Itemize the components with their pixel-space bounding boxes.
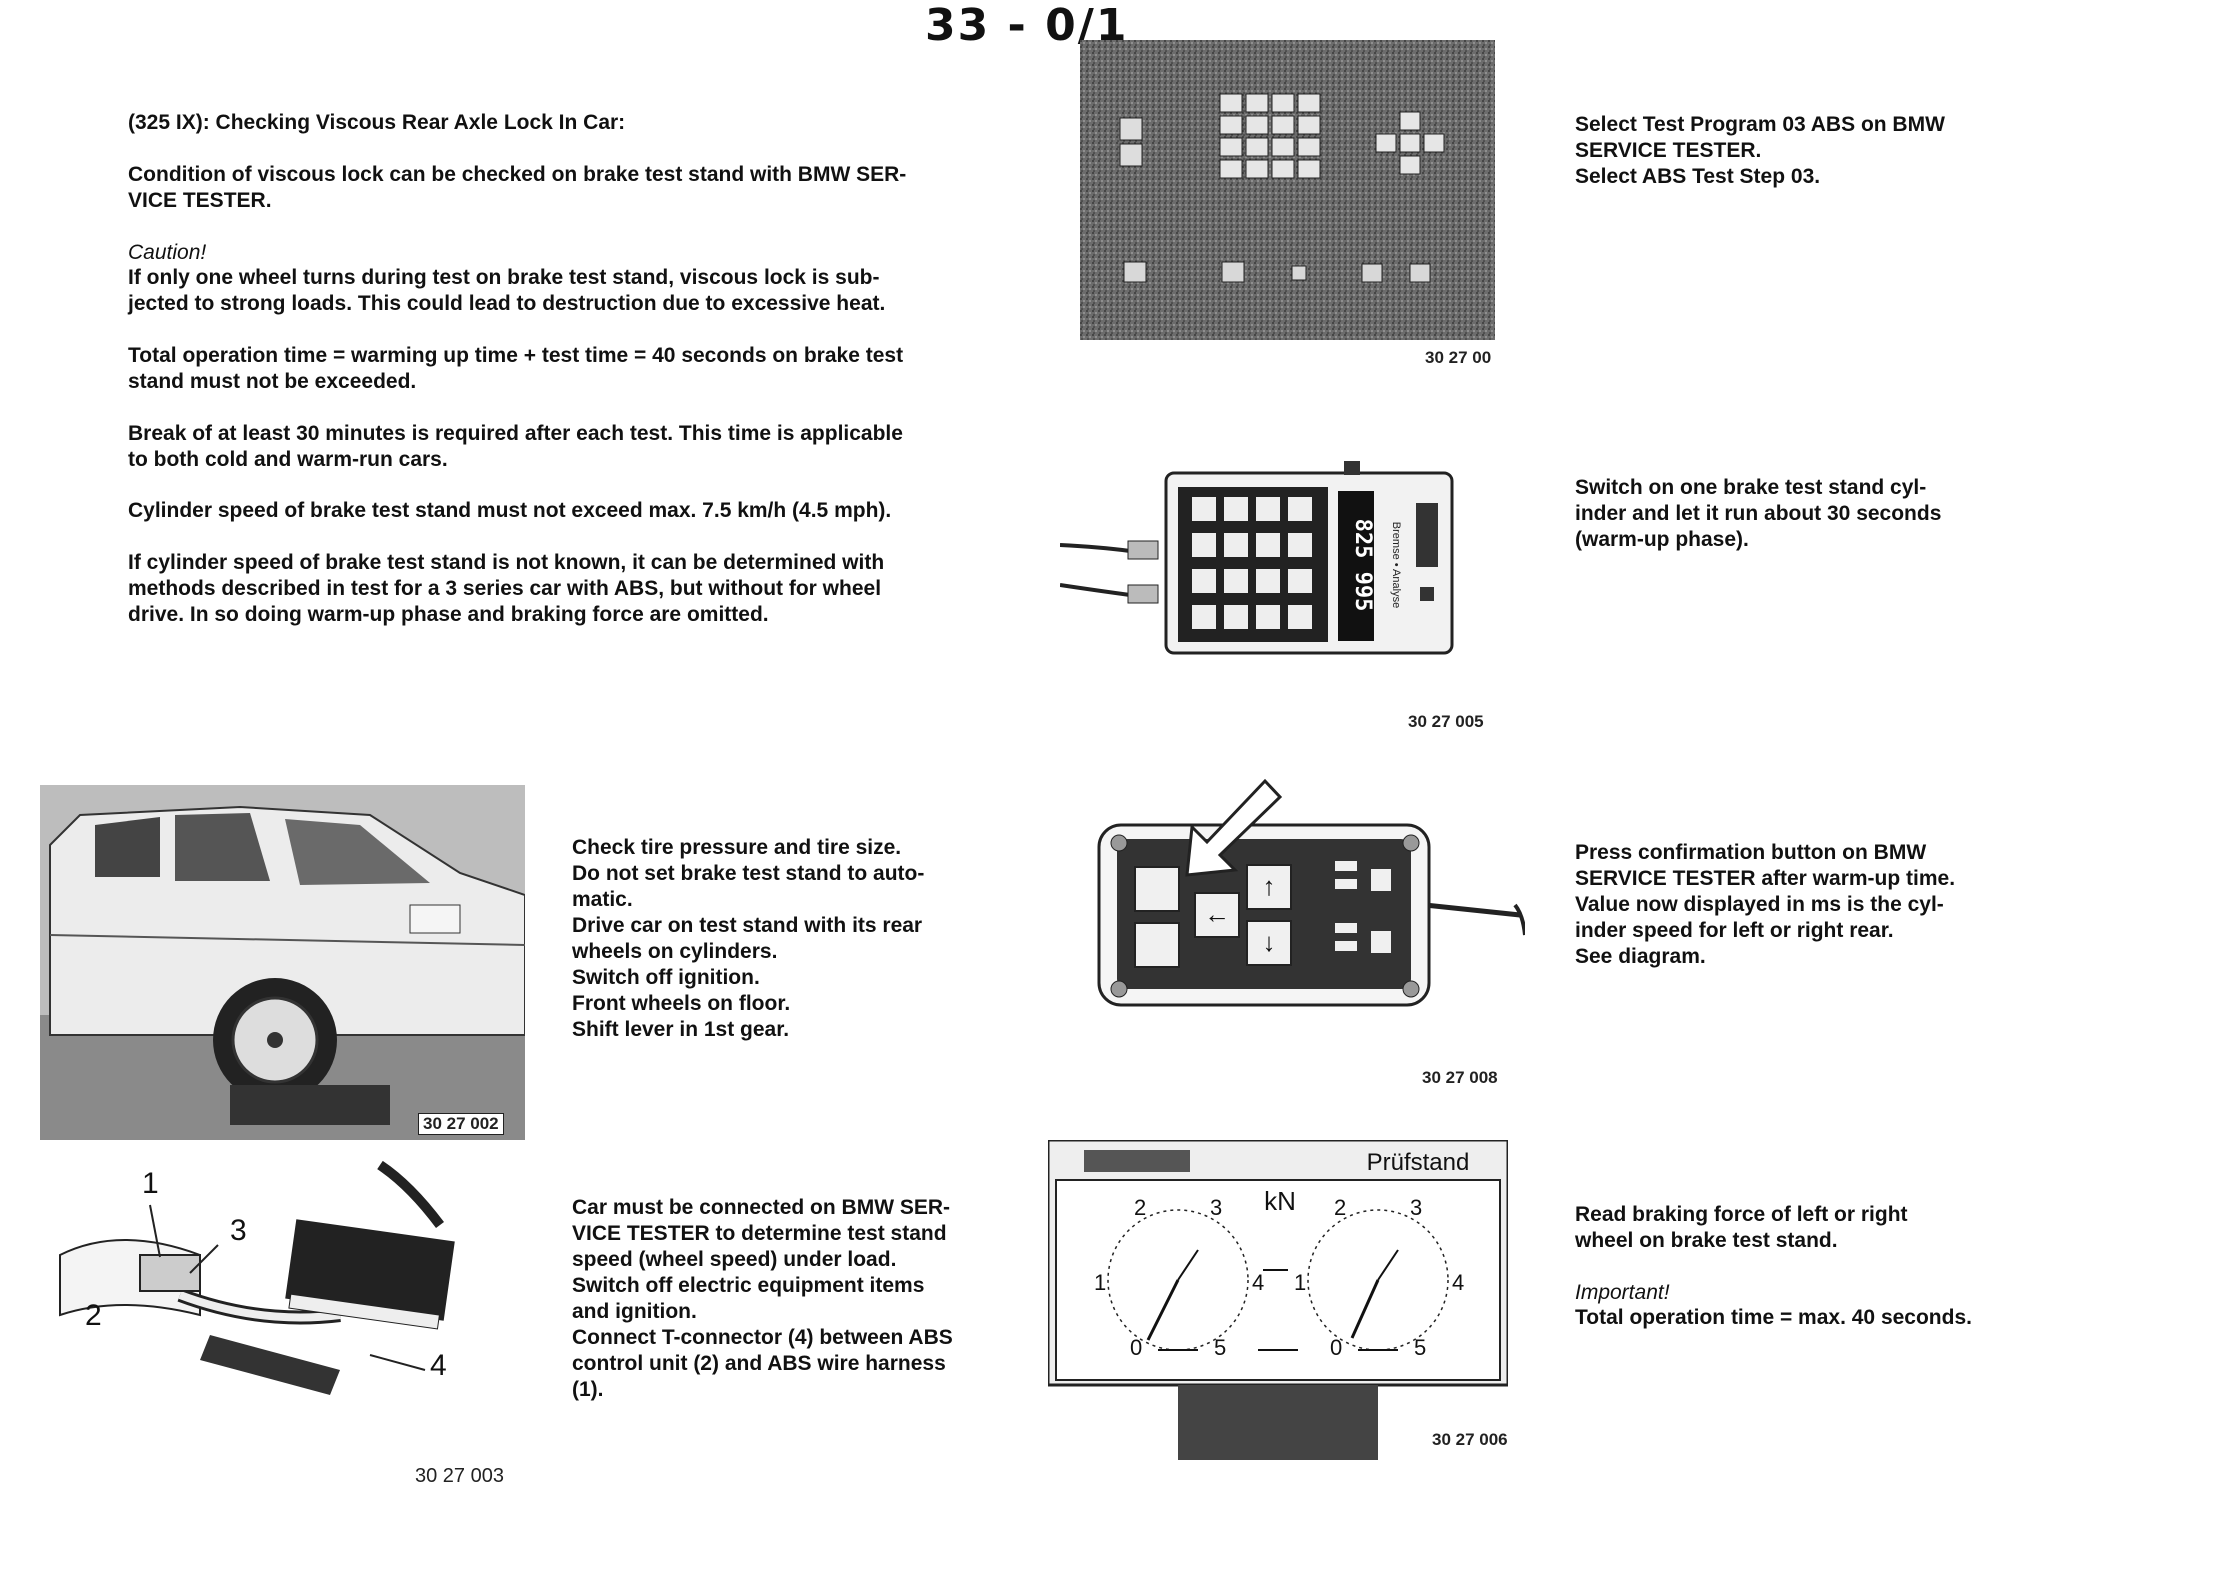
step-confirm: Press confirmation button on BMW SERVICE… (1575, 841, 1956, 968)
gauge-right-tick-5: 5 (1414, 1335, 1426, 1360)
connector-label-4: 4 (430, 1349, 447, 1382)
gauge-left-tick-5: 5 (1214, 1335, 1226, 1360)
important-label: Important! (1575, 1281, 1670, 1304)
connector-label-3: 3 (230, 1214, 247, 1247)
tester-brand-text: Bremse • Analyse (1390, 522, 1402, 608)
section-heading: (325 IX): Checking Viscous Rear Axle Loc… (128, 111, 626, 134)
condition-text: Condition of viscous lock can be checked… (128, 163, 907, 212)
cylinder-speed-text: Cylinder speed of brake test stand must … (128, 499, 892, 522)
step-select-program: Select Test Program 03 ABS on BMW SERVIC… (1575, 113, 1945, 188)
gauge-right-tick-2: 2 (1334, 1195, 1346, 1220)
car-photo: 30 27 002 (40, 785, 525, 1140)
connector-figure-caption: 30 27 003 (415, 1465, 504, 1487)
gauge-figure-caption: 30 27 006 (1432, 1430, 1508, 1449)
keypad-figure (1080, 40, 1495, 340)
step-switch-on: Switch on one brake test stand cyl- inde… (1575, 476, 1942, 551)
control-panel-caption: 30 27 008 (1422, 1068, 1498, 1087)
keypad-figure-caption: 30 27 00 (1425, 348, 1492, 367)
step-connect: Car must be connected on BMW SER- VICE T… (572, 1196, 953, 1401)
important-text: Total operation time = max. 40 seconds. (1575, 1306, 1972, 1329)
gauge-left-tick-3: 3 (1210, 1195, 1222, 1220)
gauge-left-tick-4: 4 (1252, 1270, 1264, 1295)
left-arrow-icon: ← (1204, 899, 1230, 929)
gauge-unit: kN (1264, 1186, 1296, 1216)
gauge-left-tick-0: 0 (1130, 1335, 1142, 1360)
gauge-title: Prüfstand (1367, 1149, 1470, 1176)
connector-label-2: 2 (85, 1299, 102, 1332)
step-read-force: Read braking force of left or right whee… (1575, 1203, 1908, 1252)
break-text: Break of at least 30 minutes is required… (128, 422, 903, 471)
up-arrow-icon: ↑ (1263, 871, 1276, 901)
tester-figure-caption: 30 27 005 (1408, 712, 1484, 731)
gauge-right-tick-4: 4 (1452, 1270, 1464, 1295)
unknown-speed-text: If cylinder speed of brake test stand is… (128, 551, 885, 626)
gauge-right-tick-0: 0 (1330, 1335, 1342, 1360)
operation-time-text: Total operation time = warming up time +… (128, 344, 904, 393)
caution-label: Caution! (128, 241, 207, 264)
car-photo-caption: 30 27 002 (418, 1113, 504, 1135)
down-arrow-icon: ↓ (1263, 927, 1276, 957)
tester-display-text: 825 995 (1350, 519, 1375, 612)
connector-label-1: 1 (142, 1167, 159, 1200)
tester-figure: 825 995 Bremse • Analyse (1060, 455, 1460, 660)
gauge-right-tick-3: 3 (1410, 1195, 1422, 1220)
gauge-left-tick-1: 1 (1094, 1270, 1106, 1295)
gauge-figure: Prüfstand kN 0 1 2 3 4 5 0 1 2 3 4 5 (1048, 1140, 1508, 1460)
step-car-prep: Check tire pressure and tire size. Do no… (572, 836, 925, 1041)
connector-figure: 1 2 3 4 (40, 1145, 530, 1500)
gauge-left-tick-2: 2 (1134, 1195, 1146, 1220)
gauge-right-tick-1: 1 (1294, 1270, 1306, 1295)
caution-text: If only one wheel turns during test on b… (128, 266, 886, 315)
control-panel-figure: ← ↑ ↓ (1095, 775, 1525, 1010)
